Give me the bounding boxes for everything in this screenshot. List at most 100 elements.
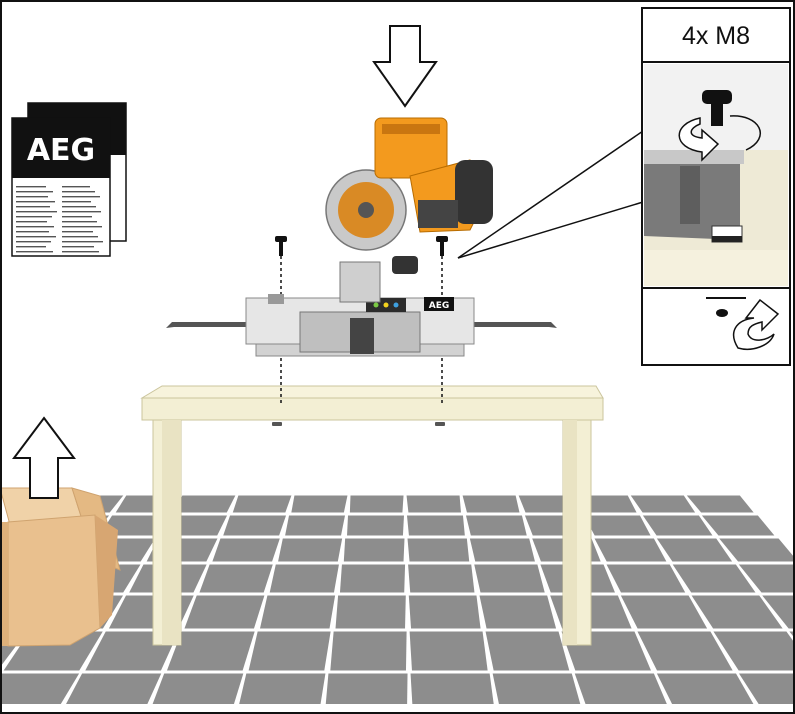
floor-tile	[223, 515, 287, 536]
floor-tile	[285, 515, 346, 536]
manual-text-line	[16, 206, 50, 208]
manual-text-line	[62, 201, 91, 203]
floor-tile	[410, 673, 496, 714]
floor-tile	[492, 673, 584, 714]
floor-tile	[148, 673, 244, 714]
floor-tile	[738, 564, 795, 593]
floor-tile	[324, 673, 408, 714]
cardboard-box	[0, 487, 121, 647]
floor-tile	[339, 564, 406, 593]
floor-tile	[474, 564, 545, 593]
floor-tile	[656, 673, 760, 714]
up-arrow-icon	[12, 416, 76, 499]
manual-text-line	[62, 241, 103, 243]
inset-label: 4x M8	[682, 22, 750, 50]
floor-tile	[642, 515, 713, 536]
floor-tile	[199, 564, 273, 593]
manual-text-line	[62, 191, 95, 193]
manual-text-line	[16, 241, 51, 243]
bolt-icon	[702, 90, 732, 126]
manual-text-line	[62, 246, 94, 248]
bolt-icon	[275, 236, 287, 256]
manual-text-line	[16, 216, 52, 218]
floor-tile	[60, 673, 162, 714]
nut-icon	[716, 309, 728, 317]
floor-tile	[347, 515, 404, 536]
floor-tile	[606, 564, 686, 593]
manual-brand: AEG	[27, 133, 95, 168]
floor-tile	[465, 515, 527, 536]
manual-text-line	[62, 196, 100, 198]
manual-text-line	[16, 236, 56, 238]
floor-tile	[407, 538, 470, 562]
floor-tile	[583, 515, 651, 536]
manual-text-line	[16, 191, 53, 193]
tiled-floor	[0, 492, 795, 714]
floor-tile	[574, 673, 672, 714]
manual-text-line	[16, 246, 46, 248]
floor-tile	[672, 564, 756, 593]
floor-tile	[485, 631, 570, 671]
manual-text-line	[16, 211, 57, 213]
floor-tile	[259, 595, 336, 629]
floor-tile	[686, 495, 754, 513]
saw-badge-text: AEG	[429, 301, 450, 311]
floor-tile	[637, 631, 733, 671]
floor-tile	[184, 595, 265, 629]
rotate-counterclockwise-icon	[733, 298, 780, 350]
saw-motor-cap	[455, 160, 493, 224]
floor-tile	[0, 673, 80, 714]
detail-inset: 4x M8	[641, 7, 791, 366]
floor-tile	[738, 673, 795, 714]
floor-tile	[406, 495, 461, 513]
manual-text-line	[62, 216, 92, 218]
floor-tile	[174, 495, 236, 513]
callout-line-bottom	[457, 201, 644, 259]
floor-tile	[691, 595, 783, 629]
floor-tile	[232, 495, 292, 513]
callout-line-top	[457, 130, 644, 259]
manual-text-lines	[16, 186, 103, 253]
manual-text-line	[16, 231, 49, 233]
floor-tile	[479, 595, 557, 629]
manual-text-line	[62, 251, 99, 253]
manual-text-line	[16, 196, 48, 198]
floor-tile	[656, 538, 733, 562]
mount-hole	[272, 422, 282, 426]
floor-tile	[713, 631, 795, 671]
floor-tile	[212, 538, 280, 562]
floor-tile	[278, 538, 343, 562]
floor-tile	[349, 495, 404, 513]
manual-text-line	[62, 206, 96, 208]
manual-text-line	[16, 221, 47, 223]
floor-tile	[469, 538, 535, 562]
floor-tile	[406, 515, 465, 536]
manual-text-line	[62, 221, 97, 223]
floor-tile	[236, 673, 326, 714]
bolt-icon	[436, 236, 448, 256]
floor-tile	[462, 495, 520, 513]
floor-tile	[630, 495, 696, 513]
floor-tile	[408, 595, 481, 629]
manual-text-line	[62, 211, 101, 213]
floor-tile	[408, 564, 475, 593]
floor-tile	[166, 631, 255, 671]
extension-rail-left	[166, 322, 250, 328]
floor-tile	[701, 515, 775, 536]
manual-text-line	[16, 251, 53, 253]
manual-cover-band	[12, 118, 110, 178]
manual-text-line	[62, 226, 102, 228]
manual-text-line	[16, 186, 46, 188]
floor-tile	[620, 595, 708, 629]
work-table	[140, 385, 604, 646]
manual-text-line	[16, 201, 55, 203]
floor-tile	[343, 538, 405, 562]
floor-tile	[762, 595, 795, 629]
manual-text-line	[62, 186, 90, 188]
manual-text-line	[62, 236, 98, 238]
mount-hole	[435, 422, 445, 426]
floor-tile	[719, 538, 795, 562]
down-arrow-icon	[372, 25, 438, 108]
